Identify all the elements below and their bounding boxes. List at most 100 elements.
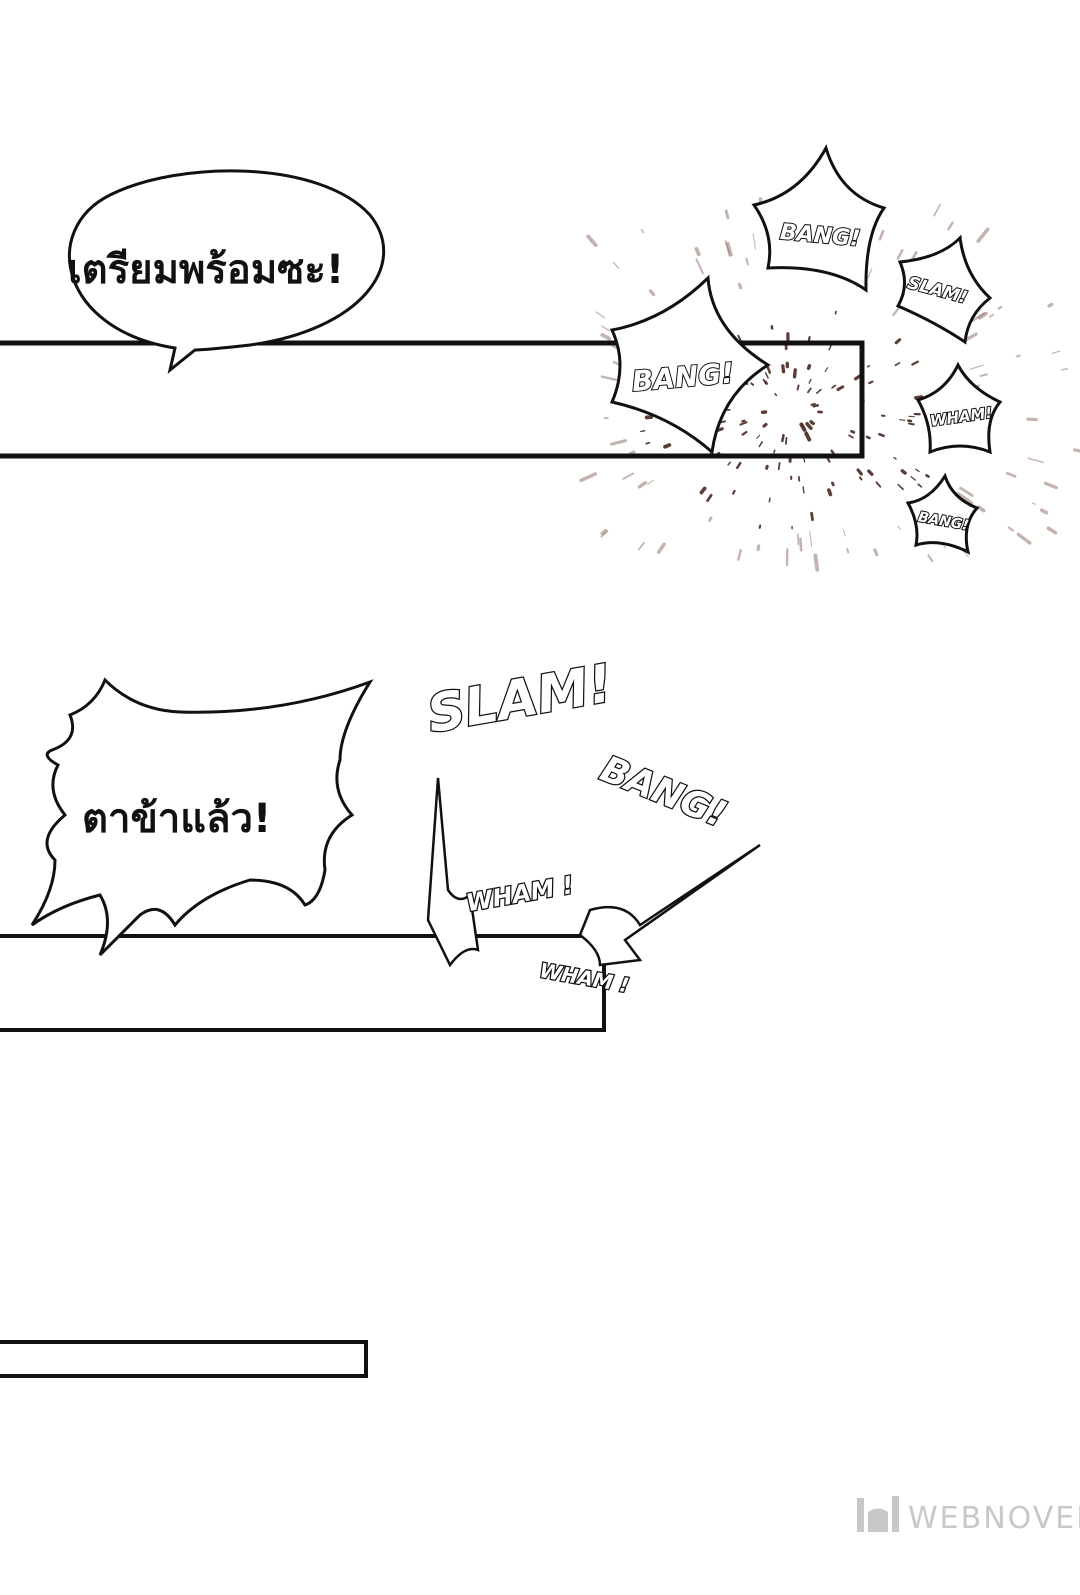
debris-particle: [856, 468, 863, 476]
debris-particle: [741, 419, 746, 423]
debris-particle: [866, 364, 871, 368]
debris-particle: [977, 311, 988, 320]
debris-particle: [758, 441, 763, 448]
debris-particle: [900, 469, 907, 475]
debris-particle: [799, 537, 803, 552]
debris-particle: [784, 436, 788, 445]
impact-spike-2: [578, 843, 761, 967]
debris-particle: [868, 380, 874, 385]
sfx-bang-1: BANG!: [631, 356, 736, 398]
debris-particle: [997, 305, 1003, 310]
debris-particle: [600, 530, 609, 538]
debris-particle: [1046, 526, 1058, 535]
debris-particle: [867, 469, 874, 476]
debris-particle: [1039, 508, 1049, 515]
debris-particle: [1016, 532, 1032, 545]
debris-particle: [1043, 481, 1058, 490]
debris-particle: [830, 449, 835, 455]
debris-particle: [645, 441, 651, 445]
debris-particle: [694, 246, 701, 257]
debris-particle: [802, 486, 805, 494]
debris-particle: [764, 372, 769, 379]
debris-particle: [768, 497, 771, 503]
speech-bubble-2: ตาข้าแล้ว!: [30, 677, 374, 957]
debris-particle: [716, 427, 724, 432]
debris-particle: [741, 430, 748, 436]
panel-1-frame: [0, 340, 865, 459]
sfx-star-slam: SLAM!: [895, 234, 993, 345]
debris-particle: [810, 402, 816, 406]
debris-particle: [774, 392, 778, 397]
debris-particle: [706, 493, 713, 503]
debris-particle: [988, 313, 995, 318]
debris-particle: [831, 481, 835, 487]
debris-particle: [850, 429, 856, 434]
debris-particle: [640, 228, 645, 234]
debris-particle: [836, 385, 845, 392]
debris-particle: [910, 476, 917, 481]
debris-particle: [640, 429, 646, 433]
debris-particle: [947, 221, 954, 231]
debris-particle: [969, 364, 984, 370]
debris-particle: [899, 419, 906, 421]
debris-particle: [726, 242, 733, 257]
debris-particle: [724, 209, 730, 220]
debris-particle: [878, 229, 885, 241]
debris-particle: [737, 334, 743, 343]
debris-particle: [719, 420, 727, 424]
debris-particle: [773, 449, 776, 454]
debris-particle: [781, 364, 786, 374]
debris-particle: [737, 549, 742, 561]
debris-particle: [976, 505, 986, 513]
sfx-star-bang-large: BANG!: [609, 274, 771, 455]
debris-particle: [637, 541, 645, 551]
debris-particle: [915, 468, 920, 473]
debris-particle: [959, 486, 974, 497]
debris-particle: [1051, 350, 1061, 355]
debris-particle: [976, 227, 990, 243]
debris-particle: [933, 203, 941, 217]
debris-particle: [927, 554, 934, 563]
debris-particle: [612, 361, 619, 365]
watermark-brand: WEBNOVEL: [908, 1501, 1080, 1536]
debris-particle: [878, 432, 885, 438]
debris-particle: [656, 542, 666, 554]
sfx-wham-2: WHAM !: [464, 871, 576, 917]
debris-particle: [804, 431, 812, 442]
debris-particle: [1015, 354, 1021, 358]
sfx-bang-4: BANG!: [595, 749, 732, 836]
debris-particle: [809, 530, 813, 548]
debris-particle: [815, 388, 822, 394]
debris-particle: [813, 553, 820, 572]
debris-particle: [893, 456, 897, 460]
panel-3-frame: [0, 1340, 368, 1378]
debris-particle: [737, 282, 743, 290]
debris-particle: [1047, 302, 1054, 308]
debris-particle: [979, 373, 989, 377]
debris-particle: [894, 338, 902, 345]
debris-particle: [810, 511, 814, 522]
debris-particle: [637, 480, 648, 489]
debris-particle: [824, 367, 829, 373]
debris-particle: [750, 382, 755, 386]
debris-particle: [956, 492, 974, 505]
debris-particle: [1061, 368, 1068, 371]
sfx-star-wham: WHAM!: [915, 361, 1003, 455]
debris-particle: [610, 439, 628, 446]
debris-particle: [752, 233, 756, 250]
sfx-star-bang-small: BANG!: [905, 472, 980, 555]
debris-particle: [858, 476, 863, 481]
panel-2-frame: [0, 934, 606, 1032]
debris-particle: [1007, 526, 1014, 532]
impact-spike-1: [426, 777, 480, 968]
speech-bubble-1: เตรียมพร้อมซะ!: [67, 169, 386, 374]
debris-particle: [808, 378, 812, 384]
debris-particle: [796, 384, 800, 391]
debris-particle: [834, 310, 838, 315]
debris-particle: [781, 433, 785, 443]
webnovel-logo-icon: [857, 1496, 899, 1532]
debris-particle: [765, 464, 769, 470]
debris-particle: [842, 529, 846, 537]
debris-particle: [622, 472, 635, 480]
debris-particle: [807, 387, 812, 394]
